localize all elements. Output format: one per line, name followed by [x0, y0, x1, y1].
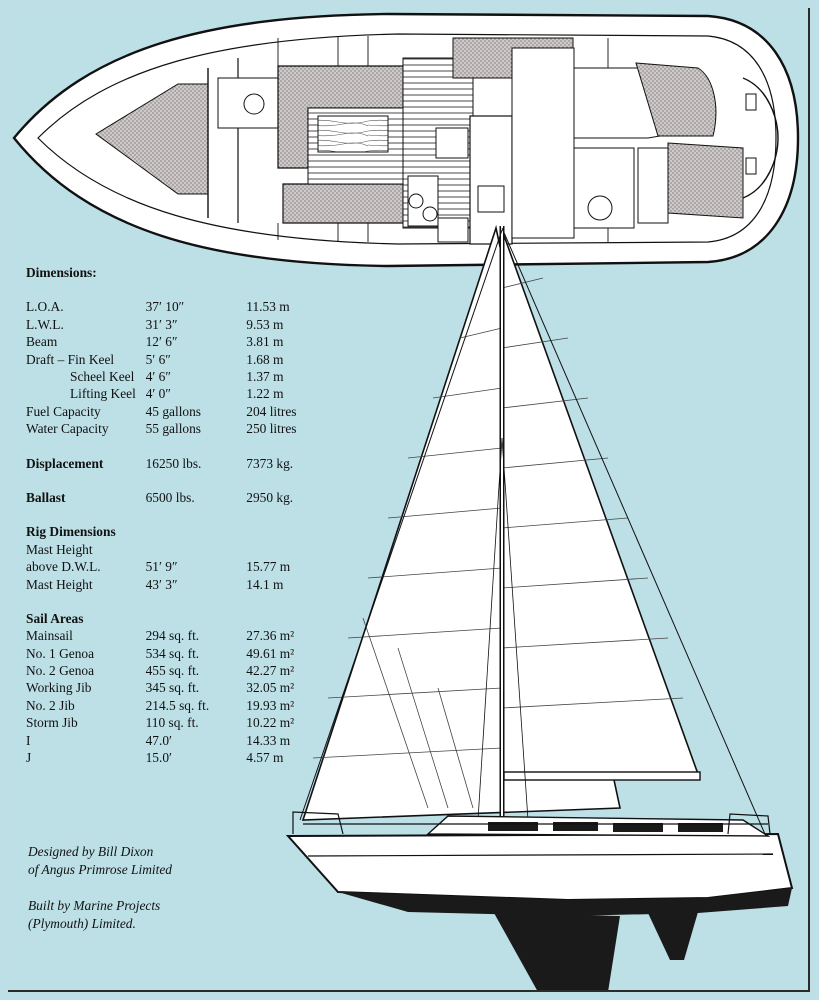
spec-label: Water Capacity: [26, 421, 109, 437]
sail-plan: [285, 224, 794, 990]
dimensions-heading: Dimensions:: [26, 265, 97, 280]
spec-row: Scheel Keel 4′ 6″ 1.37 m: [26, 368, 326, 385]
spec-metric: 11.53 m: [246, 299, 290, 315]
sails-heading: Sail Areas: [26, 610, 84, 626]
yacht-drawings: [12, 12, 800, 990]
spec-imperial: 534 sq. ft.: [145, 645, 200, 661]
spec-label: Beam: [26, 334, 58, 350]
spec-label: Displacement: [26, 455, 104, 471]
spec-imperial: 55 gallons: [145, 421, 202, 437]
credits: Designed by Bill Dixon of Angus Primrose…: [28, 843, 268, 951]
spec-metric: 7373 kg.: [246, 455, 294, 471]
spec-row: L.W.L. 31′ 3″ 9.53 m: [26, 316, 326, 333]
spec-label: J: [26, 750, 32, 766]
spec-imperial: 37′ 10″: [145, 299, 185, 315]
designer-credit: Designed by Bill Dixon of Angus Primrose…: [28, 843, 268, 879]
spec-row: I 47.0′ 14.33 m: [26, 732, 326, 749]
displacement-row: Displacement 16250 lbs. 7373 kg.: [26, 455, 326, 472]
spec-imperial: 4′ 6″: [145, 368, 171, 384]
spec-label: Draft – Fin Keel: [26, 351, 115, 367]
spec-metric: 10.22 m²: [246, 715, 295, 731]
spec-row: Draft – Fin Keel 5′ 6″ 1.68 m: [26, 351, 326, 368]
spec-imperial: 455 sq. ft.: [145, 663, 200, 679]
spec-metric: 32.05 m²: [246, 680, 295, 696]
specifications: Dimensions: L.O.A. 37′ 10″ 11.53 m L.W.L…: [26, 264, 326, 766]
spec-label: Storm Jib: [26, 715, 78, 731]
spec-label: Working Jib: [26, 680, 92, 696]
spec-metric: 1.37 m: [246, 368, 284, 384]
spec-imperial: 45 gallons: [145, 403, 202, 419]
spec-imperial: 6500 lbs.: [145, 489, 195, 505]
spec-label: L.W.L.: [26, 316, 64, 332]
spec-imperial: 294 sq. ft.: [145, 628, 200, 644]
spec-row: Water Capacity 55 gallons 250 litres: [26, 420, 326, 437]
spec-imperial: 16250 lbs.: [145, 455, 202, 471]
spec-imperial: 47.0′: [145, 732, 172, 748]
spec-imperial: 110 sq. ft.: [145, 715, 199, 731]
spec-row: L.O.A. 37′ 10″ 11.53 m: [26, 298, 326, 315]
spec-imperial: 12′ 6″: [145, 334, 178, 350]
spec-label: Mast Height: [26, 576, 93, 592]
spec-row: J 15.0′ 4.57 m: [26, 749, 326, 766]
spec-row: above D.W.L. 51′ 9″ 15.77 m: [26, 558, 326, 575]
builder-line-2: (Plymouth) Limited.: [28, 916, 136, 931]
rig-heading: Rig Dimensions: [26, 524, 116, 540]
spec-imperial: 43′ 3″: [145, 576, 178, 592]
brochure-page: Dimensions: L.O.A. 37′ 10″ 11.53 m L.W.L…: [8, 8, 810, 992]
builder-line-1: Built by Marine Projects: [28, 898, 161, 913]
spec-imperial: 214.5 sq. ft.: [145, 697, 210, 713]
spec-metric: 14.33 m: [246, 732, 291, 748]
spec-label: No. 2 Jib: [26, 697, 75, 713]
spec-label: Mast Height: [26, 541, 93, 557]
builder-credit: Built by Marine Projects (Plymouth) Limi…: [28, 897, 268, 933]
spec-row: Working Jib 345 sq. ft. 32.05 m²: [26, 679, 326, 696]
spec-row: Mainsail 294 sq. ft. 27.36 m²: [26, 627, 326, 644]
spec-label: Fuel Capacity: [26, 403, 101, 419]
spec-metric: 49.61 m²: [246, 645, 295, 661]
spec-label: Lifting Keel: [70, 386, 136, 402]
spec-metric: 204 litres: [246, 403, 297, 419]
spec-label: No. 1 Genoa: [26, 645, 95, 661]
spec-label: No. 2 Genoa: [26, 663, 95, 679]
spec-row: No. 2 Genoa 455 sq. ft. 42.27 m²: [26, 662, 326, 679]
designer-line-1: Designed by Bill Dixon: [28, 844, 154, 859]
deck-plan: [12, 12, 800, 268]
spec-metric: 27.36 m²: [246, 628, 295, 644]
spec-row: Beam 12′ 6″ 3.81 m: [26, 333, 326, 350]
spec-imperial: 345 sq. ft.: [145, 680, 200, 696]
spec-metric: 15.77 m: [246, 559, 291, 575]
spec-imperial: 4′ 0″: [145, 386, 171, 402]
spec-row: Mast Height 43′ 3″ 14.1 m: [26, 576, 326, 593]
spec-label: Mainsail: [26, 628, 73, 644]
spec-metric: 1.22 m: [246, 386, 284, 402]
spec-metric: 42.27 m²: [246, 663, 295, 679]
spec-label: L.O.A.: [26, 299, 64, 315]
spec-row: No. 2 Jib 214.5 sq. ft. 19.93 m²: [26, 697, 326, 714]
spec-label: I: [26, 732, 31, 748]
spec-row: No. 1 Genoa 534 sq. ft. 49.61 m²: [26, 645, 326, 662]
spec-row: Lifting Keel 4′ 0″ 1.22 m: [26, 385, 326, 402]
spec-row: Fuel Capacity 45 gallons 204 litres: [26, 403, 326, 420]
spec-metric: 14.1 m: [246, 576, 284, 592]
spec-metric: 9.53 m: [246, 316, 284, 332]
spec-imperial: 31′ 3″: [145, 316, 178, 332]
spec-metric: 2950 kg.: [246, 489, 294, 505]
spec-row: Storm Jib 110 sq. ft. 10.22 m²: [26, 714, 326, 731]
spec-metric: 3.81 m: [246, 334, 284, 350]
spec-metric: 4.57 m: [246, 750, 284, 766]
spec-imperial: 5′ 6″: [145, 351, 171, 367]
spec-metric: 250 litres: [246, 421, 297, 437]
spec-metric: 1.68 m: [246, 351, 284, 367]
spec-imperial: 15.0′: [145, 750, 172, 766]
designer-line-2: of Angus Primrose Limited: [28, 862, 172, 877]
ballast-row: Ballast 6500 lbs. 2950 kg.: [26, 489, 326, 506]
spec-label: above D.W.L.: [26, 559, 101, 575]
spec-label: Scheel Keel: [70, 368, 135, 384]
spec-label: Ballast: [26, 489, 66, 505]
spec-metric: 19.93 m²: [246, 697, 295, 713]
spec-imperial: 51′ 9″: [145, 559, 178, 575]
spec-row: Mast Height: [26, 541, 326, 558]
